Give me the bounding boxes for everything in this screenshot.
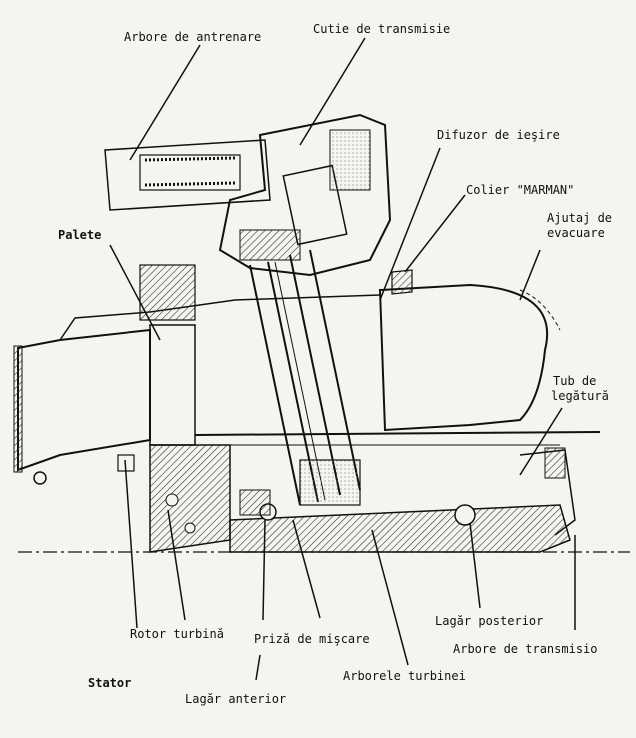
label-cutie-transmisie: Cutie de transmisie [313,22,451,36]
label-stator: Stator [88,676,132,690]
label-arbore-antrenare: Arbore de antrenare [124,30,262,44]
gearbox-housing [218,113,392,277]
label-tub-1: Tub de [553,374,597,388]
turbine-rotor [149,444,231,553]
label-arborele-turbinei: Arborele turbinei [343,669,466,683]
label-difuzor: Difuzor de ieşire [437,128,560,142]
leader-lines [109,37,576,681]
blades [149,324,196,446]
label-rotor-turbina: Rotor turbină [130,627,224,641]
label-lagar-anterior: Lagăr anterior [185,692,287,706]
label-lagar-posterior: Lagăr posterior [435,614,544,628]
label-arbore-transmisie: Arbore de transmisio [453,642,598,656]
label-tub-2: legătură [551,389,609,403]
exhaust-nozzle [378,283,549,432]
label-palete: Palete [58,228,102,242]
turbine-shaft [229,504,571,553]
inlet-duct [17,328,151,472]
marman-collar [391,269,413,295]
label-ajutaj-2: evacuare [547,226,605,240]
label-ajutaj-1: Ajutaj de [547,211,613,225]
drive-shaft [104,139,271,211]
label-colier: Colier "MARMAN" [466,183,575,197]
label-priza: Priză de mişcare [254,632,370,646]
